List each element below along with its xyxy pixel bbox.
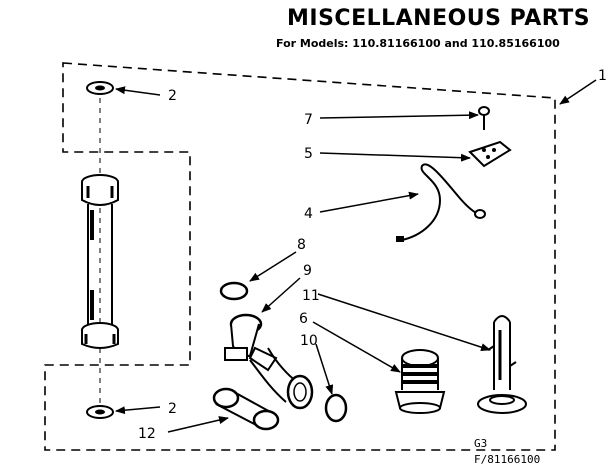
leveling-leg-part [477,315,527,414]
plug-part [394,349,446,414]
leader-1 [559,79,597,105]
o-ring-small-part [324,393,348,423]
leader-4 [319,191,419,213]
callout-12: 12 [138,426,156,442]
callout-5: 5 [304,146,313,162]
leader-7 [319,111,479,120]
diagram-title: MISCELLANEOUS PARTS [287,6,591,31]
o-ring-part [219,281,249,301]
callout-2-top: 2 [168,88,177,104]
model-numbers: For Models: 110.81166100 and 110.8516610… [276,37,560,50]
callout-6: 6 [299,311,308,327]
elbow-hose-part [224,313,314,410]
callout-8: 8 [297,237,306,253]
clip-part [468,140,512,168]
callout-9: 9 [303,263,312,279]
callout-10: 10 [300,333,318,349]
screw-part [478,106,490,130]
leader-2-bottom [115,406,161,415]
leader-8 [249,251,297,282]
figure-code: G3 [474,437,488,450]
hose-coupling-part [212,387,280,431]
callout-7: 7 [304,112,313,128]
shaft-coupling-part [81,174,119,349]
callout-4: 4 [304,206,313,222]
leader-11 [317,293,491,352]
leader-10 [315,343,334,395]
leader-9 [261,277,301,313]
washer-bottom-part [86,405,114,419]
callout-1: 1 [598,68,607,84]
figure-number: F/81166100 [474,453,541,466]
assembly-boundary [44,62,556,451]
leader-6 [312,321,401,373]
leader-12 [167,416,229,433]
leader-5 [319,152,471,162]
washer-top-part [86,81,114,95]
ground-wire-part [396,163,486,242]
leader-2-top [115,86,161,96]
callout-11: 11 [302,288,320,304]
callout-2-bottom: 2 [168,401,177,417]
